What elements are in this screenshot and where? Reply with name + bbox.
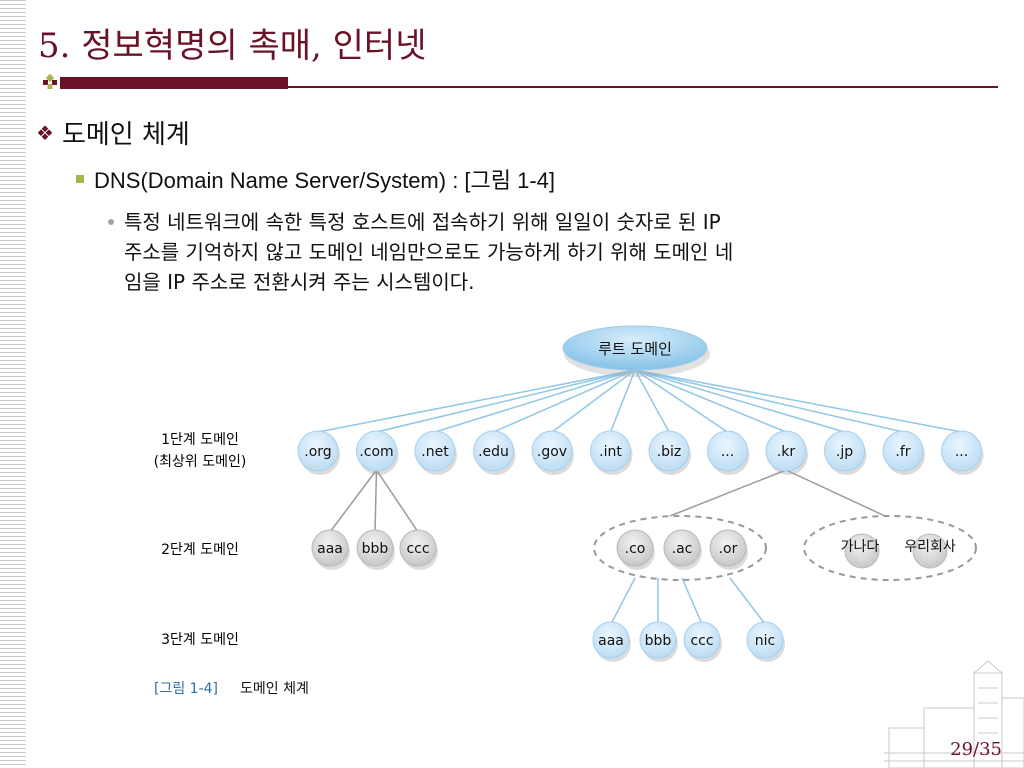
level1-node-3: .edu (473, 430, 516, 475)
page-number: 29/35 (950, 739, 1002, 760)
level1-node-7-label: ... (721, 444, 734, 460)
level1-node-9-label: .jp (836, 444, 853, 460)
level2-kr-node-2-label: .or (719, 541, 738, 557)
level2-com-node-0: aaa (311, 529, 350, 570)
level3-node-1-label: bbb (645, 633, 672, 649)
level1-node-11: ... (941, 430, 984, 475)
level2-kr-node-2: .or (709, 529, 748, 570)
figure-caption-ref: [그림 1-4] (154, 681, 218, 697)
level2-korean-node-0-label: 가나다 (841, 539, 880, 555)
root-link-4 (551, 369, 636, 433)
bullet-level3-line-2: 주소를 기억하지 않고 도메인 네임만으로도 가능하게 하기 위해 도메인 네 (124, 240, 734, 264)
level1-node-9: .jp (824, 430, 867, 475)
domain-hierarchy-diagram: 루트 도메인 1단계 도메인 (최상위 도메인) 2단계 도메인 3단계 도메인… (154, 325, 984, 697)
level1-node-5-label: .int (599, 444, 622, 460)
level2-korean-node-1: 우리회사 (904, 533, 956, 569)
level1-node-6-label: .biz (657, 444, 682, 460)
level1-node-0-label: .org (304, 444, 331, 460)
level2-com-node-2: ccc (399, 529, 438, 570)
level3-node-0: aaa (592, 621, 631, 662)
square-bullet-icon (76, 175, 84, 183)
root-link-10 (634, 369, 904, 433)
level1-node-7: ... (707, 430, 750, 475)
level1-sublabel: (최상위 도메인) (154, 454, 247, 470)
level1-node-0: .org (297, 430, 340, 475)
kr-link-domain-group (669, 469, 787, 517)
level2-korean-node-1-label: 우리회사 (904, 539, 956, 555)
level2-com-node-1: bbb (356, 529, 395, 570)
level1-node-4: .gov (531, 430, 574, 475)
root-domain-label: 루트 도메인 (598, 340, 672, 358)
root-link-2 (434, 369, 636, 433)
level2-com-node-1-label: bbb (362, 541, 389, 557)
root-link-6 (634, 369, 670, 433)
root-link-7 (634, 369, 728, 433)
level2-kr-node-1: .ac (663, 529, 702, 570)
level2-kr-node-0-label: .co (625, 541, 646, 557)
level2-kr-node-1-label: .ac (672, 541, 693, 557)
tree-links (317, 369, 962, 625)
title-rule-thin (288, 86, 998, 88)
level3-link-0 (610, 577, 636, 625)
level3-node-3: nic (746, 621, 785, 662)
root-link-1 (376, 369, 636, 433)
bullet-level2: DNS(Domain Name Server/System) : [그림 1-4… (76, 163, 555, 195)
level2-com-node-2-label: ccc (406, 541, 429, 557)
bullet-level3-line-1: 특정 네트워크에 속한 특정 호스트에 접속하기 위해 일일이 숫자로 된 IP (124, 210, 721, 234)
com-link-0 (329, 469, 378, 533)
level3-node-0-label: aaa (598, 633, 624, 649)
level3-node-3-label: nic (755, 633, 775, 649)
diamond-bullet-icon: ❖ (36, 121, 54, 145)
level1-node-10-label: .fr (895, 444, 910, 460)
root-domain-node (562, 325, 708, 371)
level3-label: 3단계 도메인 (161, 632, 239, 648)
level1-node-8-label: .kr (777, 444, 796, 460)
level3-link-3 (729, 577, 766, 625)
root-link-11 (634, 369, 962, 433)
level1-node-11-label: ... (955, 444, 968, 460)
level1-node-8: .kr (765, 430, 808, 475)
bullet-level1-text: 도메인 체계 (61, 120, 190, 150)
level2-label: 2단계 도메인 (161, 542, 239, 558)
level1-node-1: .com (356, 430, 399, 475)
level3-node-1: bbb (639, 621, 678, 662)
level2-kr-node-0: .co (616, 529, 655, 570)
kr-subdomain-group (593, 515, 767, 581)
root-link-9 (634, 369, 845, 433)
korean-subdomain-group (803, 515, 977, 581)
com-link-1 (374, 469, 378, 533)
bullet-level2-text: DNS(Domain Name Server/System) : [그림 1-4… (94, 168, 556, 193)
level1-node-5: .int (590, 430, 633, 475)
level1-node-6: .biz (648, 430, 691, 475)
level1-node-10: .fr (882, 430, 925, 475)
level2-korean-node-0: 가나다 (841, 533, 880, 569)
title-rule-thick (60, 77, 288, 89)
figure-caption-text: 도메인 체계 (240, 681, 309, 697)
root-link-8 (634, 369, 787, 433)
dot-bullet-icon (108, 219, 114, 225)
bullet-level3-line-3: 임을 IP 주소로 전환시켜 주는 시스템이다. (124, 270, 475, 294)
campus-building-icon (884, 660, 1024, 768)
level1-node-4-label: .gov (537, 444, 567, 460)
tree-nodes: .org .com .net .edu .gov .int .biz... .kr .jp .fr… (297, 430, 984, 662)
level3-link-2 (681, 577, 703, 625)
level3-node-2-label: ccc (690, 633, 713, 649)
root-link-0 (317, 369, 636, 433)
level1-node-2: .net (414, 430, 457, 475)
root-link-5 (609, 369, 636, 433)
level1-node-2-label: .net (421, 444, 449, 460)
com-link-2 (375, 469, 419, 533)
level3-node-2: ccc (683, 621, 722, 662)
left-decorative-strip (0, 0, 26, 768)
level1-node-3-label: .edu (478, 444, 509, 460)
root-link-3 (493, 369, 636, 433)
title-ornament-icon (43, 74, 57, 89)
bullet-level3: 특정 네트워크에 속한 특정 호스트에 접속하기 위해 일일이 숫자로 된 IP… (108, 207, 988, 297)
level1-label: 1단계 도메인 (161, 432, 239, 448)
level2-com-node-0-label: aaa (317, 541, 343, 557)
kr-link-korean-group (785, 469, 886, 517)
slide-title: 5. 정보혁명의 촉매, 인터넷 (38, 26, 427, 66)
bullet-level1: ❖ 도메인 체계 (36, 114, 190, 151)
level1-node-1-label: .com (359, 444, 393, 460)
